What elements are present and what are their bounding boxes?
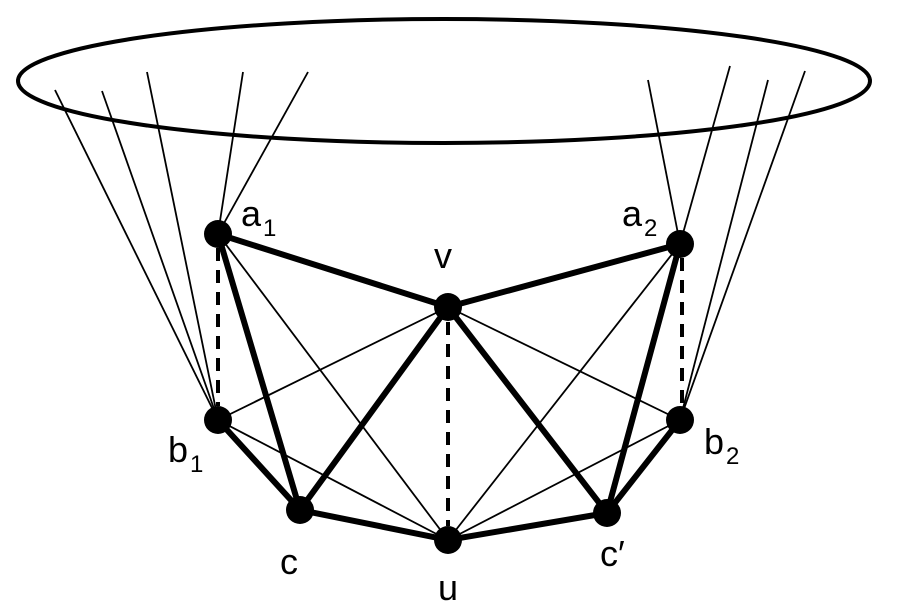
label-u: u (438, 567, 458, 608)
vertex-c-prime (593, 499, 621, 527)
vertex-v (434, 293, 462, 321)
vertex-b1 (204, 406, 232, 434)
right-fan-lines (647, 65, 806, 421)
dashed-edges (216, 248, 684, 526)
vertex-a1 (204, 220, 232, 248)
label-a2: a2 (622, 193, 657, 242)
label-v: v (434, 235, 452, 276)
label-b2: b2 (704, 421, 739, 470)
vertex-labels: a1 a2 b1 b2 v u c c′ (168, 193, 739, 608)
label-c: c (280, 541, 298, 582)
vertex-u (434, 526, 462, 554)
vertices (204, 220, 694, 554)
vertex-a2 (666, 230, 694, 258)
vertex-c (286, 496, 314, 524)
label-a1: a1 (241, 193, 276, 242)
vertex-b2 (666, 406, 694, 434)
label-c-prime: c′ (600, 533, 625, 574)
rim-ellipse (16, 17, 872, 145)
label-b1: b1 (168, 429, 203, 478)
left-fan-lines (54, 71, 309, 421)
